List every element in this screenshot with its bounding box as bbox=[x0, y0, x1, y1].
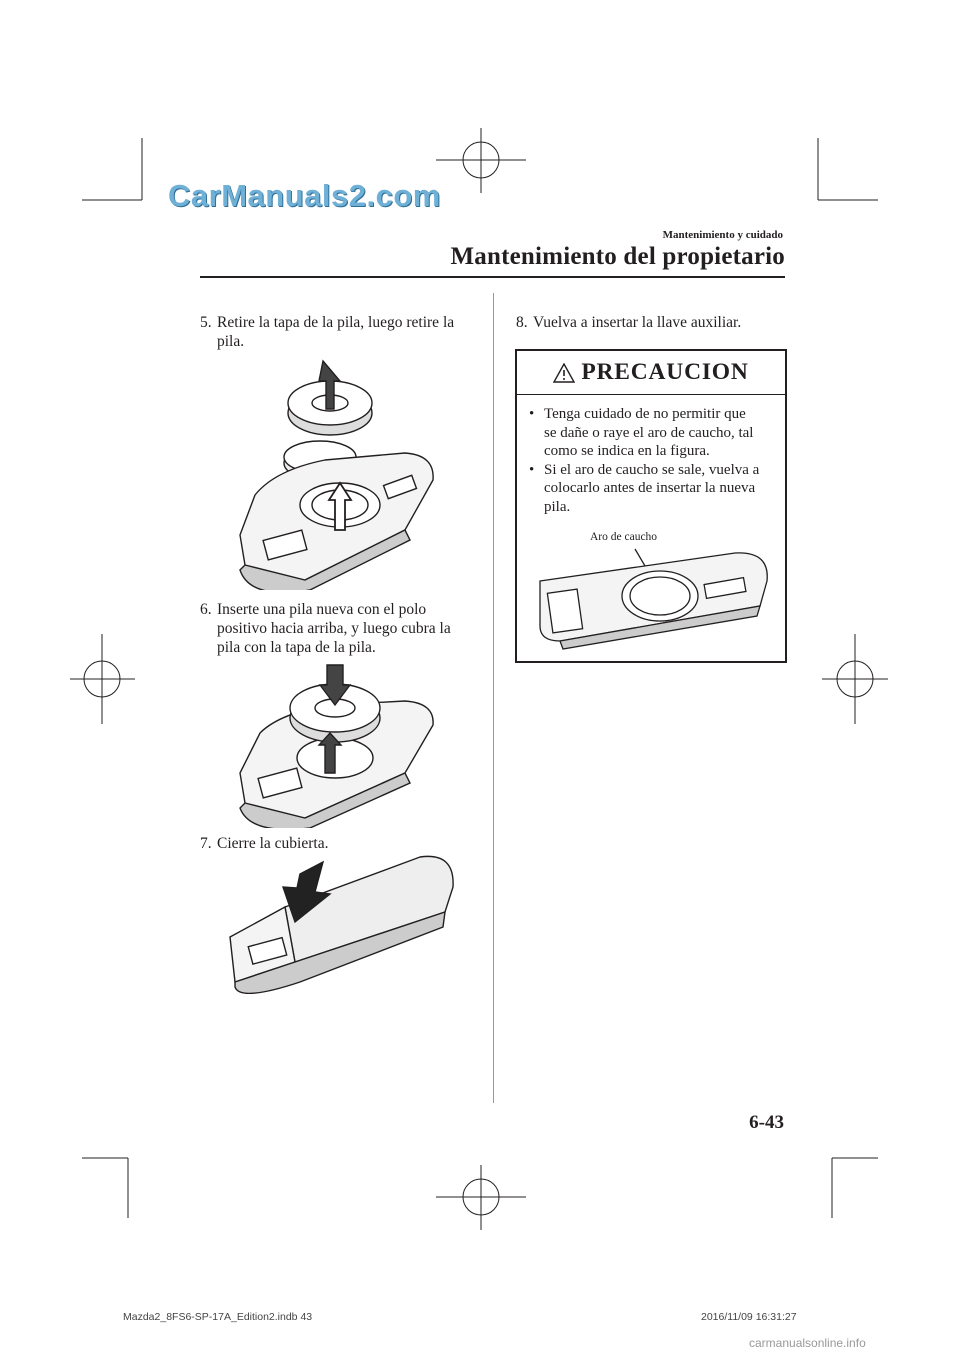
caution-box: PRECAUCION • Tenga cuidado de no permiti… bbox=[515, 349, 787, 663]
section-subtitle: Mantenimiento y cuidado bbox=[662, 229, 783, 241]
caution-bullet: • Tenga cuidado de no permitir que se da… bbox=[527, 405, 779, 461]
step-5: 5. Retire la tapa de la pila, luego reti… bbox=[200, 313, 470, 351]
figure-label: Aro de caucho bbox=[590, 531, 658, 543]
figure-rubber-ring bbox=[539, 548, 768, 650]
step-line: positivo hacia arriba, y luego cubra la bbox=[217, 620, 451, 637]
figure-remove-battery bbox=[239, 359, 434, 590]
step-line: Vuelva a insertar la llave auxiliar. bbox=[533, 314, 742, 331]
bullet-dot-icon: • bbox=[529, 406, 535, 422]
site-watermark[interactable]: carmanualsonline.info bbox=[749, 1336, 866, 1350]
figure-insert-battery bbox=[239, 664, 434, 828]
warning-triangle-icon bbox=[553, 362, 576, 383]
caution-bullet: • Si el aro de caucho se sale, vuelva a … bbox=[527, 461, 779, 517]
caution-title: PRECAUCION bbox=[581, 359, 749, 385]
page-number: 6-43 bbox=[749, 1112, 784, 1133]
step-line: Retire la tapa de la pila, luego retire … bbox=[217, 314, 455, 331]
footer-timestamp: 2016/11/09 16:31:27 bbox=[701, 1311, 797, 1323]
step-line: Cierre la cubierta. bbox=[217, 835, 329, 852]
bullet-line: se dañe o raye el aro de caucho, tal bbox=[544, 424, 754, 441]
step-number: 5. bbox=[200, 314, 212, 331]
bullet-line: Tenga cuidado de no permitir que bbox=[544, 406, 746, 422]
bullet-dot-icon: • bbox=[529, 461, 535, 478]
step-line: pila con la tapa de la pila. bbox=[217, 639, 376, 656]
section-title: Mantenimiento del propietario bbox=[450, 243, 785, 270]
bullet-line: Si el aro de caucho se sale, vuelva a bbox=[544, 461, 760, 478]
footer-filename: Mazda2_8FS6-SP-17A_Edition2.indb 43 bbox=[123, 1311, 313, 1323]
step-number: 7. bbox=[200, 835, 212, 852]
watermark-logo[interactable]: CarManuals2.com bbox=[168, 178, 441, 213]
step-8: 8. Vuelva a insertar la llave auxiliar. bbox=[516, 313, 786, 332]
step-line: pila. bbox=[217, 333, 245, 350]
header-rule bbox=[200, 276, 785, 278]
step-number: 8. bbox=[516, 314, 528, 331]
caution-bullet-list: • Tenga cuidado de no permitir que se da… bbox=[527, 405, 779, 516]
figure-close-cover bbox=[229, 855, 454, 995]
bullet-line: colocarlo antes de insertar la nueva bbox=[544, 480, 756, 496]
step-7: 7. Cierre la cubierta. bbox=[200, 834, 480, 853]
step-number: 6. bbox=[200, 601, 212, 618]
bullet-line: como se indica en la figura. bbox=[544, 443, 710, 459]
caution-header: PRECAUCION bbox=[517, 351, 785, 395]
step-line: Inserte una pila nueva con el polo bbox=[217, 601, 427, 618]
column-divider bbox=[493, 293, 494, 1103]
bullet-line: pila. bbox=[544, 498, 571, 515]
step-6: 6. Inserte una pila nueva con el polo po… bbox=[200, 600, 480, 657]
